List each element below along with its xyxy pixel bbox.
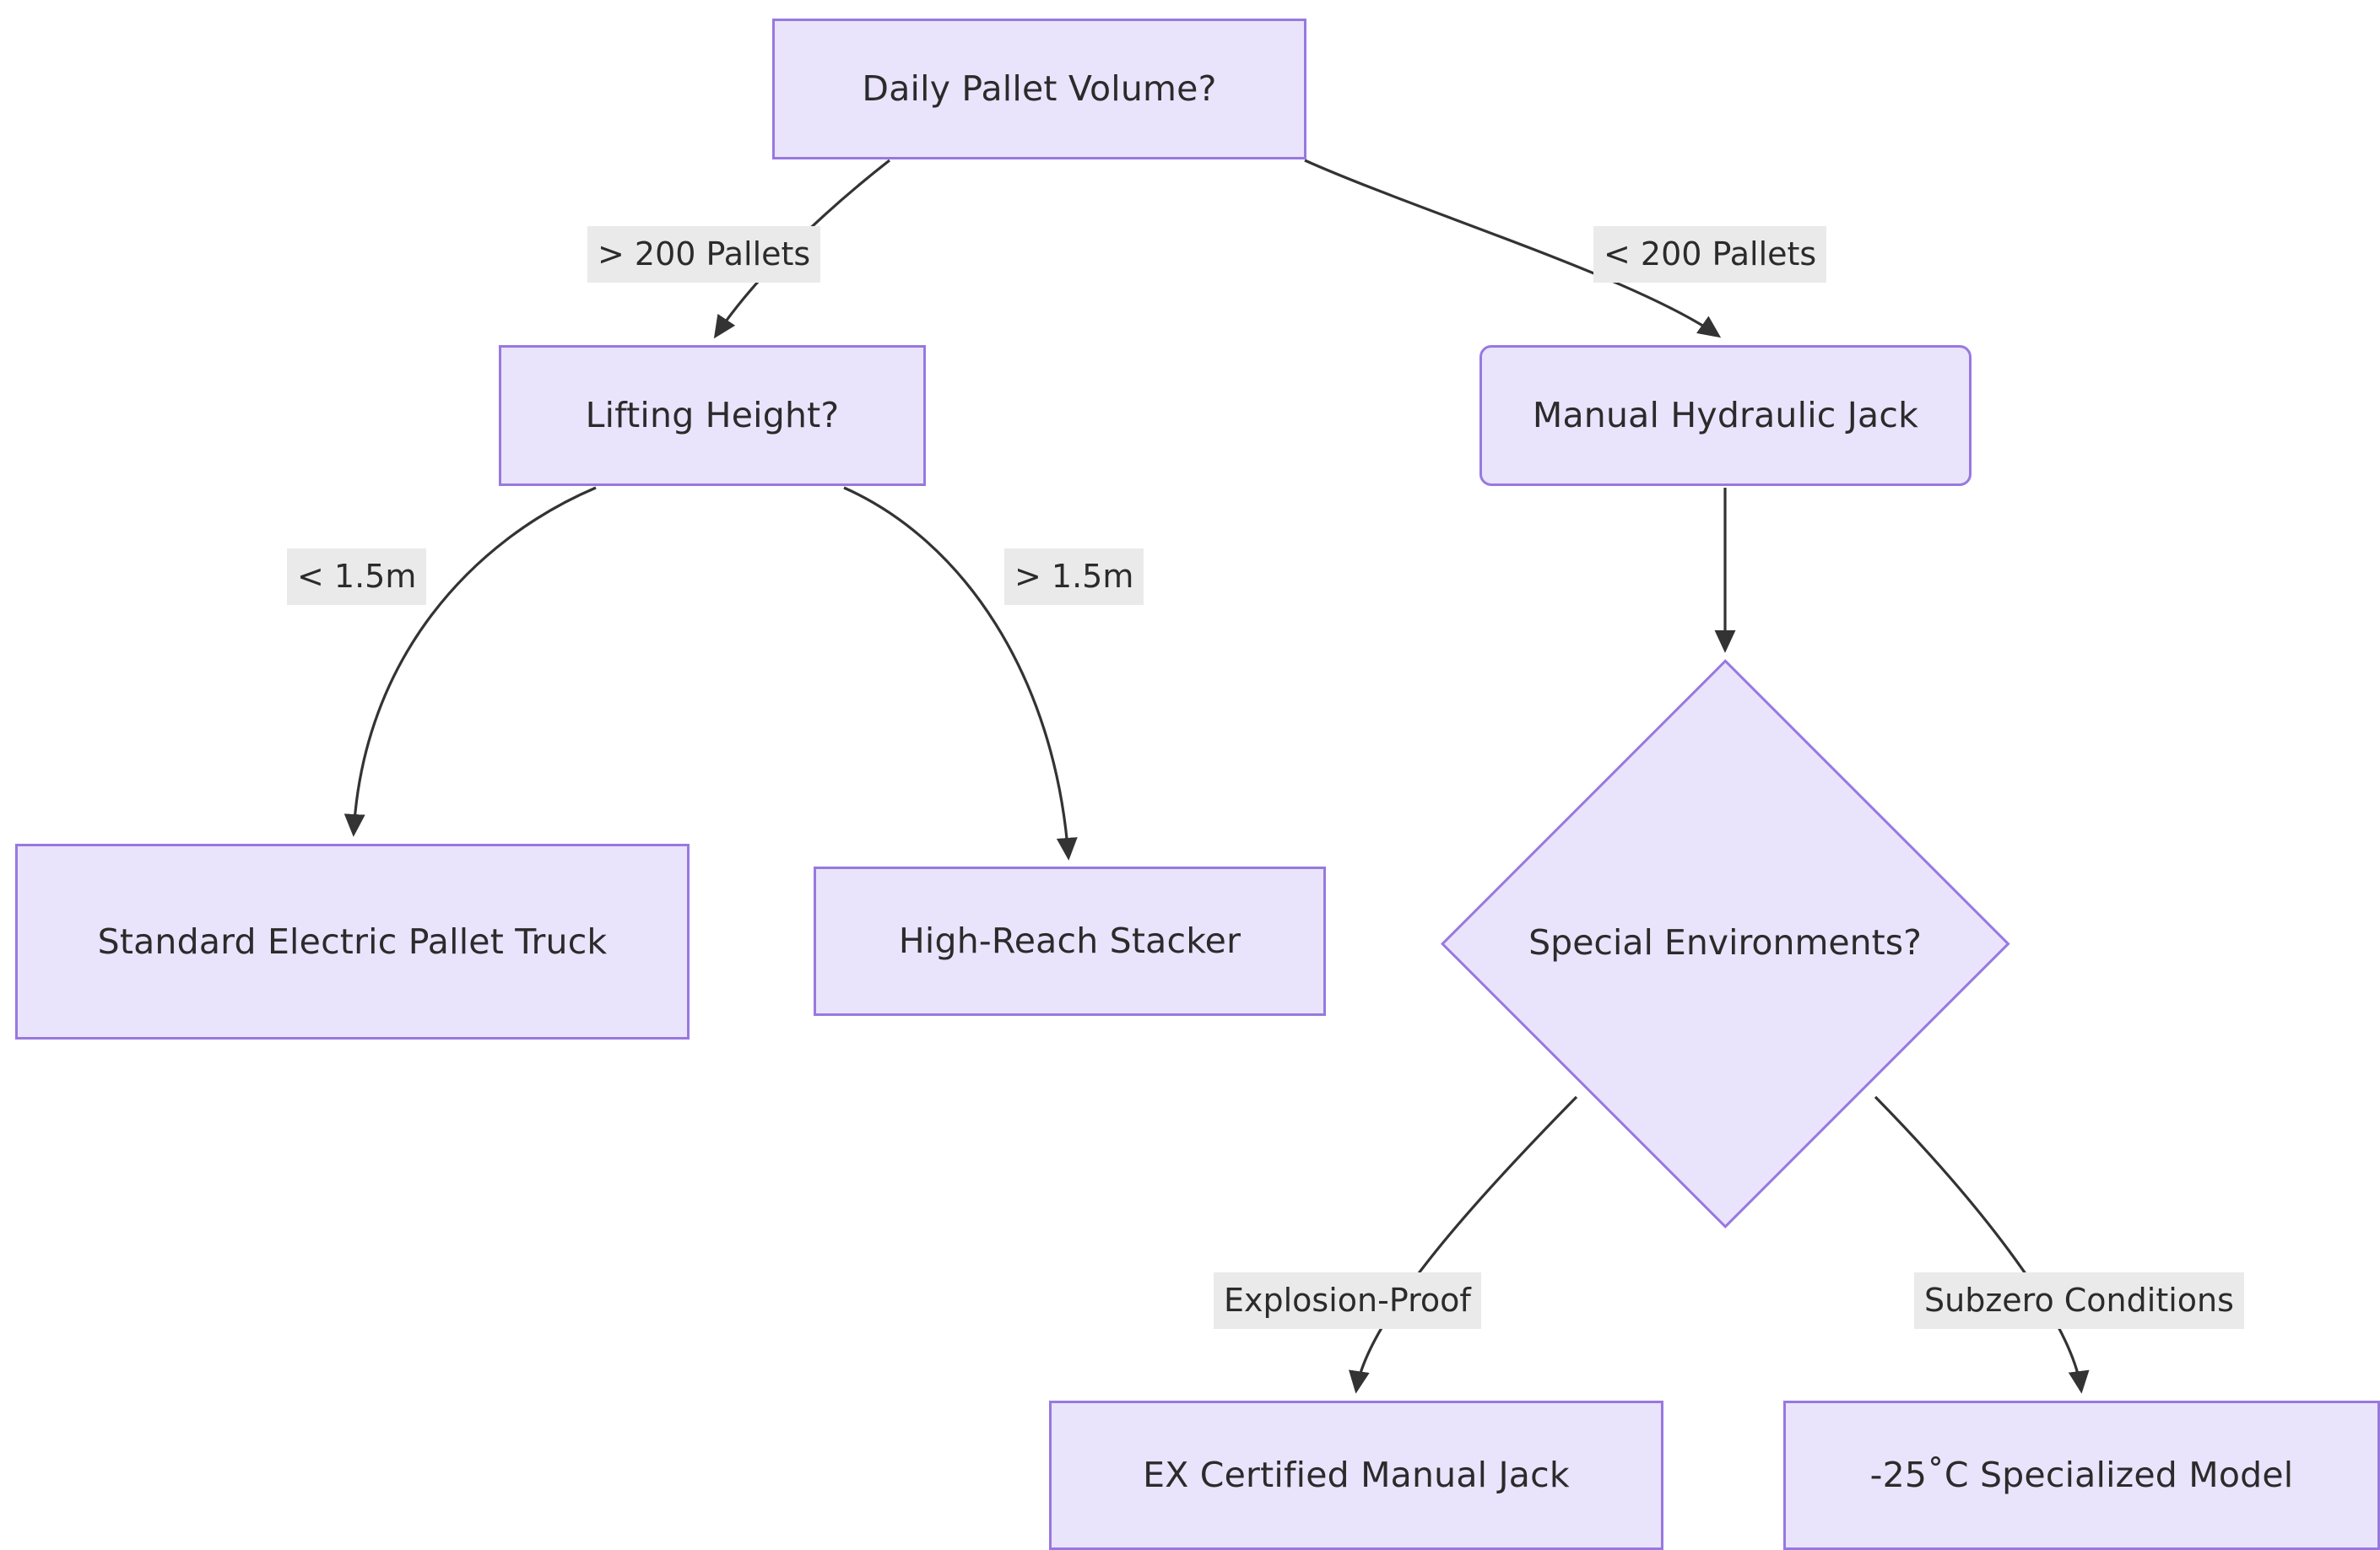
node-high_reach_stacker-label: High-Reach Stacker xyxy=(898,921,1241,962)
node-manual_hydraulic_jack[interactable]: Manual Hydraulic Jack xyxy=(1479,345,1972,486)
node-ex_certified_manual_jack-label: EX Certified Manual Jack xyxy=(1143,1455,1570,1496)
edge-label-daily_pallet_volume-to-manual_hydraulic_jack: < 200 Pallets xyxy=(1593,226,1827,283)
node-ex_certified_manual_jack[interactable]: EX Certified Manual Jack xyxy=(1049,1401,1663,1550)
node-manual_hydraulic_jack-label: Manual Hydraulic Jack xyxy=(1532,395,1919,436)
edge-special_environments-to-ex_certified_manual_jack xyxy=(1349,1095,1578,1394)
edge-label-lifting_height-to-high_reach_stacker: > 1.5m xyxy=(1004,548,1144,605)
node-daily_pallet_volume[interactable]: Daily Pallet Volume? xyxy=(772,19,1306,159)
edge-label-special_environments-to-ex_certified_manual_jack: Explosion-Proof xyxy=(1214,1272,1481,1329)
edge-label-daily_pallet_volume-to-lifting_height: > 200 Pallets xyxy=(587,226,821,283)
node-special_environments-label: Special Environments? xyxy=(1528,922,1922,964)
node-lifting_height[interactable]: Lifting Height? xyxy=(499,345,926,486)
node-subzero_specialized_model-label: -25˚C Specialized Model xyxy=(1869,1455,2294,1496)
edge-label-lifting_height-to-standard_electric_pallet_truck: < 1.5m xyxy=(287,548,427,605)
node-high_reach_stacker[interactable]: High-Reach Stacker xyxy=(814,867,1326,1016)
node-lifting_height-label: Lifting Height? xyxy=(585,395,840,436)
edge-special_environments-to-subzero_specialized_model xyxy=(1874,1095,2090,1394)
node-standard_electric_pallet_truck[interactable]: Standard Electric Pallet Truck xyxy=(15,844,690,1040)
edge-label-special_environments-to-subzero_specialized_model: Subzero Conditions xyxy=(1914,1272,2244,1329)
node-subzero_specialized_model[interactable]: -25˚C Specialized Model xyxy=(1783,1401,2380,1550)
node-daily_pallet_volume-label: Daily Pallet Volume? xyxy=(862,68,1217,110)
edge-lifting_height-to-high_reach_stacker xyxy=(843,486,1078,861)
node-standard_electric_pallet_truck-label: Standard Electric Pallet Truck xyxy=(97,921,608,962)
edge-lifting_height-to-standard_electric_pallet_truck xyxy=(343,486,597,837)
